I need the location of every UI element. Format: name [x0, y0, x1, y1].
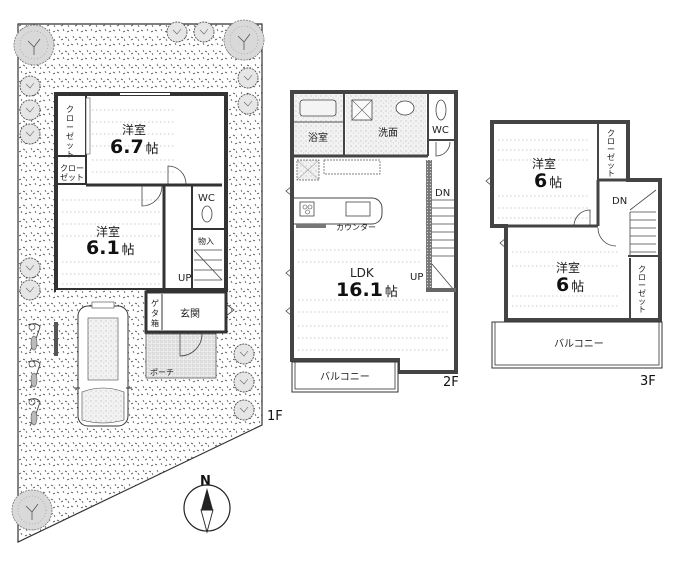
svg-text:N: N: [200, 474, 211, 489]
closet: クロー ゼット: [58, 156, 87, 185]
svg-text:DN: DN: [612, 196, 627, 207]
floor-label-2f: 2F: [443, 375, 459, 390]
porch: ポーチ: [145, 333, 217, 379]
balcony-2f: バルコニー: [291, 361, 399, 393]
svg-text:洗面: 洗面: [378, 127, 398, 139]
shoe-box: ゲ タ 箱: [151, 298, 162, 328]
balcony-3f: バルコニー: [491, 321, 663, 369]
svg-text:WC: WC: [198, 193, 215, 204]
svg-text:ク ロ ー: ク ロ ー ゼ ッ ト: [607, 129, 618, 178]
bike-rack: [54, 322, 58, 356]
washroom: 洗面: [294, 94, 428, 158]
room-name: 洋室: [122, 122, 146, 137]
svg-text:WC: WC: [432, 125, 449, 136]
svg-text:ク ロ ー: ク ロ ー ゼ ッ ト: [66, 105, 77, 159]
svg-text:玄関: 玄関: [180, 307, 200, 320]
svg-text:ゼット: ゼット: [60, 172, 84, 182]
car-icon: [74, 301, 132, 427]
stairs-3f: DN: [612, 189, 658, 257]
room-name: LDK: [350, 266, 375, 280]
svg-text:浴室: 浴室: [308, 131, 328, 144]
closet: ク ロ ー ゼ ッ ト: [629, 258, 649, 318]
kitchen: カウンター: [294, 159, 383, 232]
floor-label-3f: 3F: [640, 374, 656, 389]
svg-text:バルコニー: バルコニー: [554, 338, 604, 350]
room-name: 洋室: [96, 224, 120, 239]
wc-2f: WC: [427, 94, 456, 157]
svg-text:UP: UP: [410, 272, 423, 283]
storage: 物入: [198, 236, 214, 246]
svg-text:クロー: クロー: [60, 164, 84, 173]
stairs-2f: DN UP: [410, 160, 456, 292]
closet: ク ロ ー ゼ ッ ト: [66, 96, 91, 159]
wc-1f: WC: [192, 193, 224, 230]
closet: ク ロ ー ゼ ッ ト: [597, 124, 618, 182]
floor-2f: 浴室 洗面 WC: [285, 90, 459, 393]
svg-text:ク ロ ー: ク ロ ー ゼ ッ ト: [638, 265, 649, 314]
stairs-1f: UP: [178, 249, 223, 284]
svg-text:物入: 物入: [198, 236, 214, 246]
svg-text:UP: UP: [178, 273, 191, 284]
bathroom: 浴室: [294, 94, 345, 156]
floor-label-1f: 1F: [267, 409, 283, 424]
svg-text:ポーチ: ポーチ: [150, 368, 174, 377]
compass-icon: N: [183, 474, 231, 534]
counter-label: カウンター: [336, 223, 376, 232]
room-name: 洋室: [532, 156, 556, 171]
svg-text:バルコニー: バルコニー: [320, 371, 370, 383]
room-name: 洋室: [556, 260, 580, 275]
svg-text:DN: DN: [435, 188, 450, 199]
entrance: ゲ タ 箱 玄関: [144, 290, 235, 334]
